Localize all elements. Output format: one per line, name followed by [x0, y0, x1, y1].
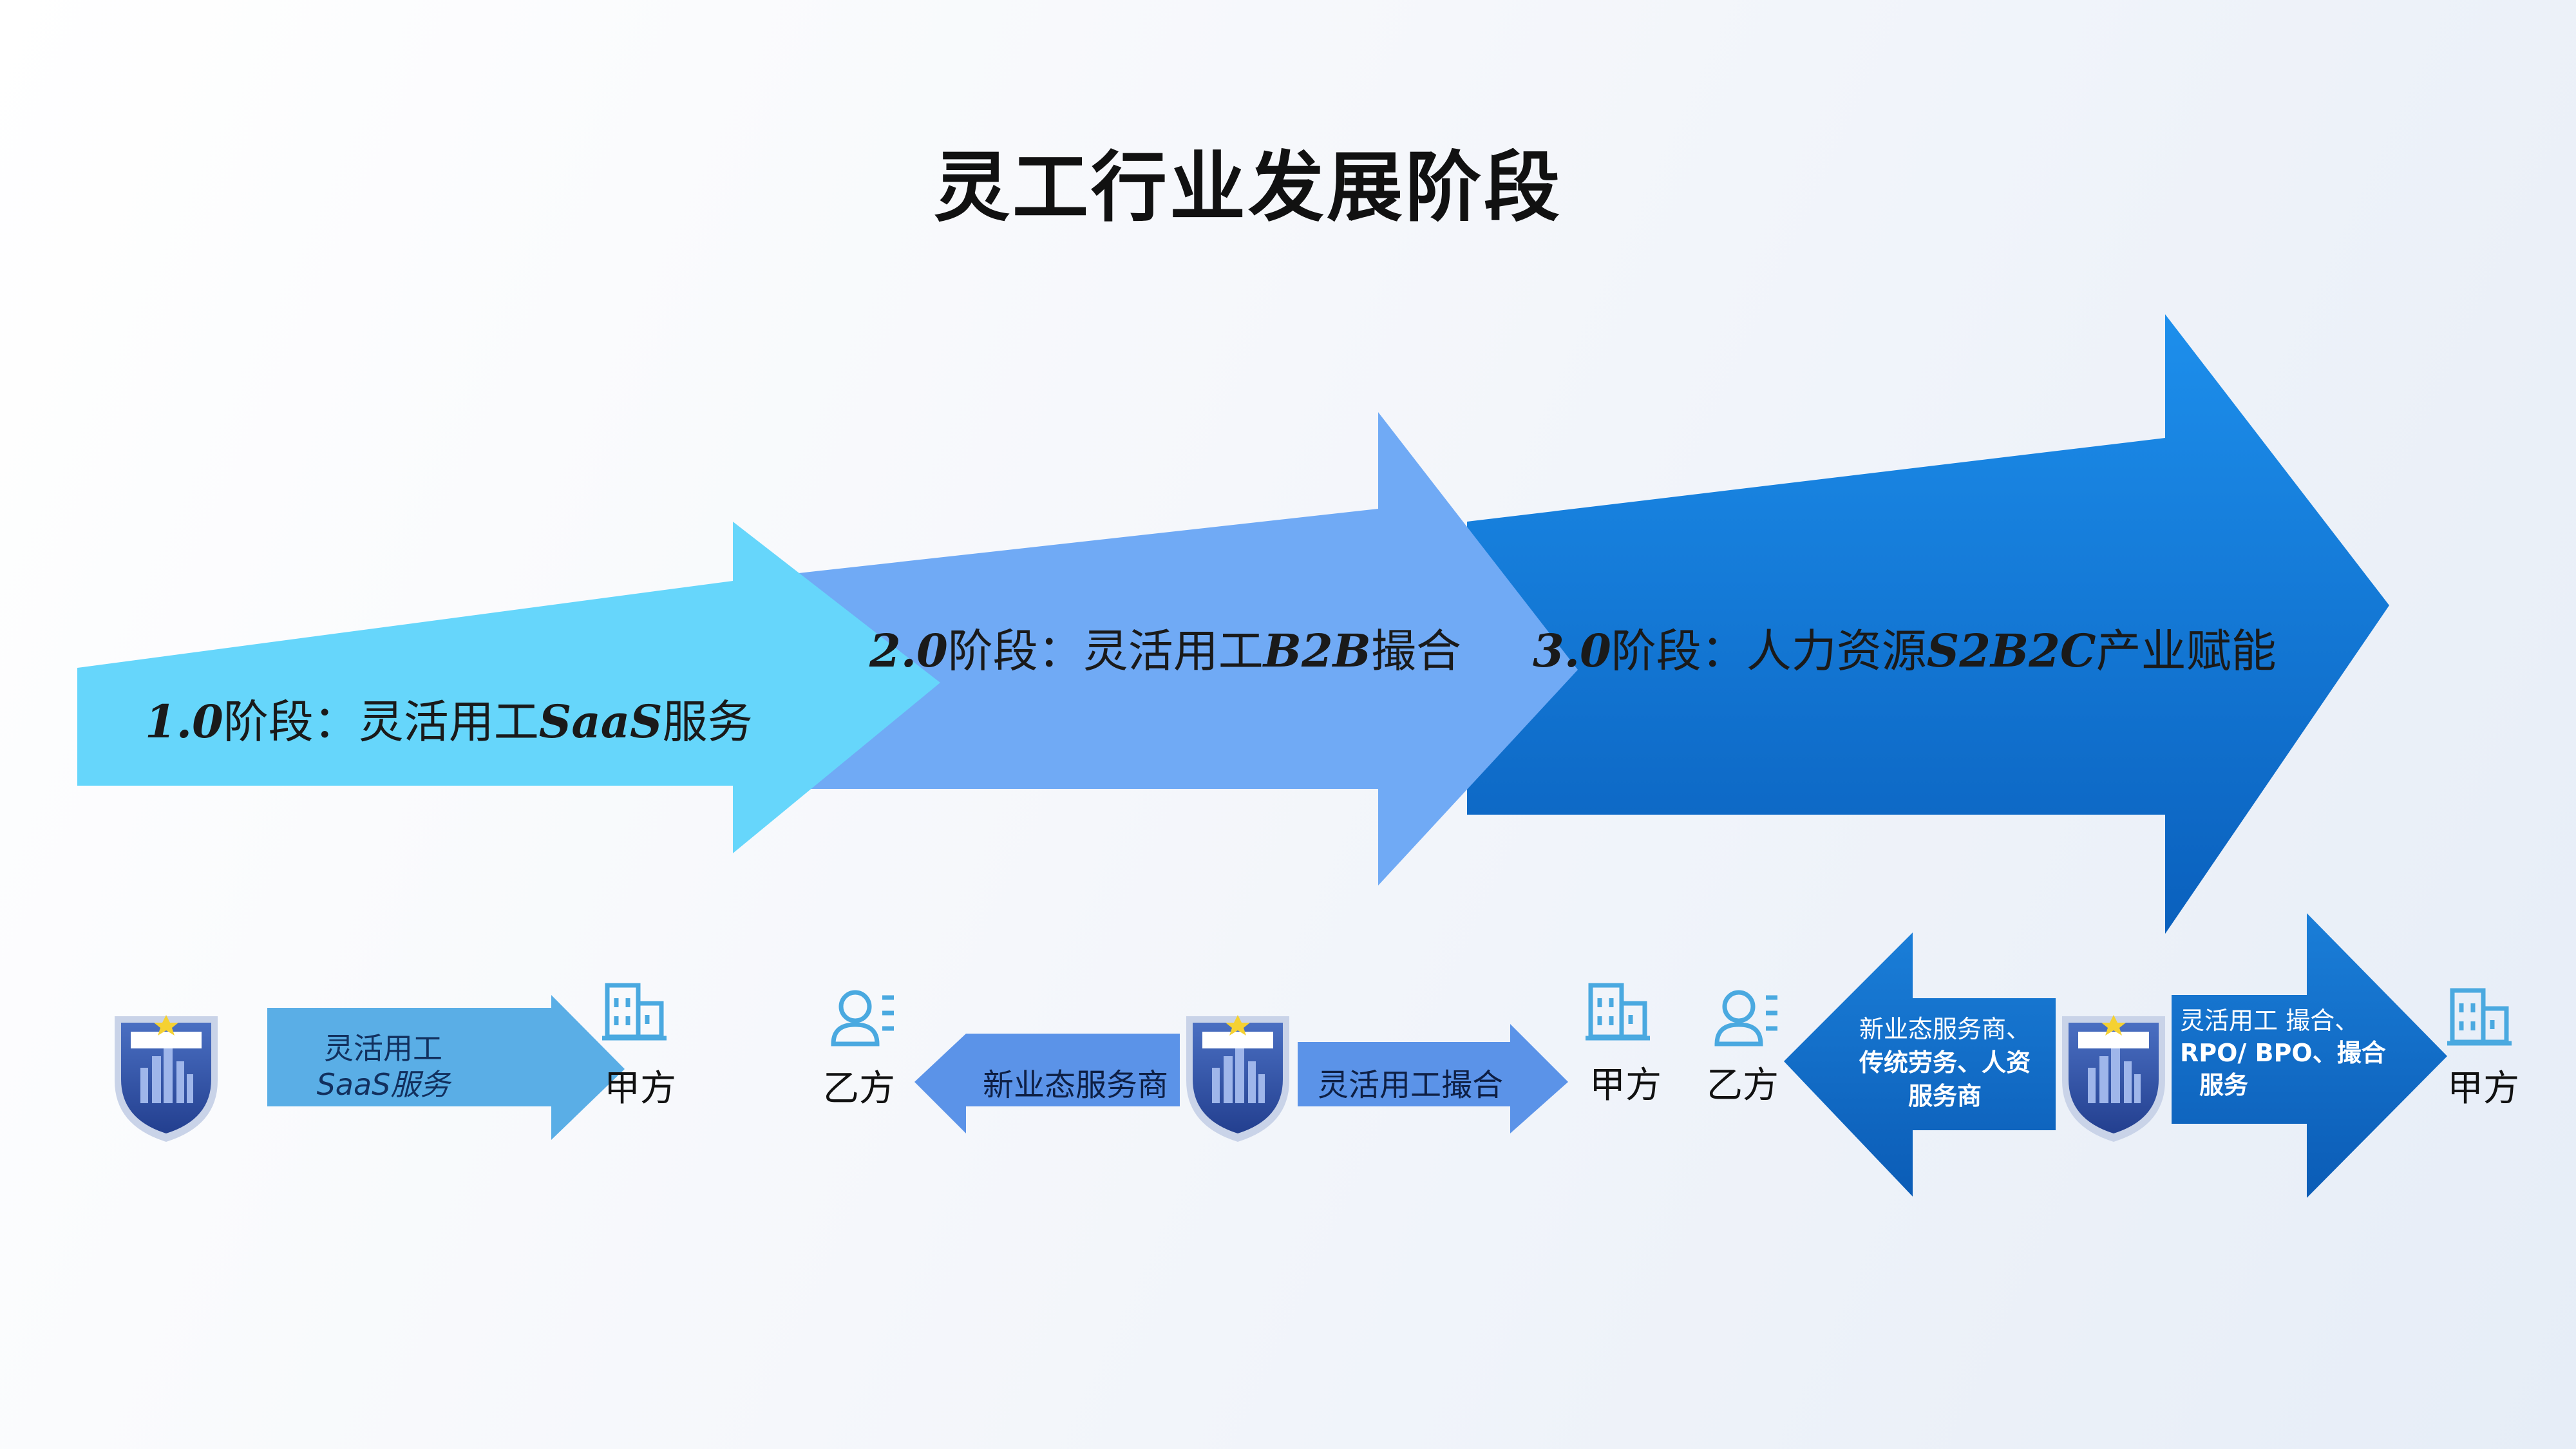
building-icon	[2447, 988, 2512, 1046]
stage-2-label: 2.0阶段：灵活用工B2B撮合	[869, 615, 1461, 680]
badge-icon	[1186, 1015, 1289, 1142]
rpo-bpo-arrow	[2172, 913, 2447, 1198]
party-a-3: 甲方	[2447, 1068, 2519, 1110]
person-list-icon	[1714, 990, 1777, 1046]
traditional-provider-arrow	[1784, 933, 2056, 1197]
page-title: 灵工行业发展阶段	[934, 143, 1563, 232]
stage-arrow-1	[77, 522, 940, 853]
stage-1-rest: 服务	[662, 696, 753, 748]
stage-arrow-2	[799, 412, 1578, 886]
stage-3-bold: S2B2C	[1926, 624, 2096, 677]
stage-3-number: 3.0	[1533, 624, 1611, 677]
rpo-bpo-line-2: RPO/ BPO、撮合	[2180, 1039, 2386, 1067]
building-icon	[602, 983, 667, 1041]
party-a-1: 甲方	[604, 1068, 676, 1110]
stage-2-rest: 撮合	[1370, 625, 1461, 677]
stage-3-rest: 产业赋能	[2096, 625, 2277, 677]
badge-icon	[115, 1015, 218, 1142]
gig-match-arrow	[1298, 1024, 1568, 1133]
stage-1-text: 阶段：灵活用工	[223, 696, 539, 748]
traditional-provider-text: 新业态服务商、 传统劳务、人资 服务商	[1839, 1012, 2051, 1113]
person-list-icon	[831, 990, 894, 1046]
gig-match-text: 灵活用工撮合	[1317, 1067, 1503, 1103]
building-icon	[1586, 983, 1650, 1041]
badge-icon	[2062, 1015, 2165, 1142]
new-provider-text: 新业态服务商	[982, 1067, 1168, 1103]
stage-2-text: 阶段：灵活用工	[947, 625, 1264, 677]
party-b-3: 乙方	[1707, 1065, 1779, 1106]
saas-arrow-text: 灵活用工 SaaS服务	[290, 1030, 477, 1103]
saas-service-arrow	[267, 995, 625, 1140]
new-provider-arrow	[914, 1034, 1180, 1133]
rpo-bpo-text: 灵活用工 撮合、 RPO/ BPO、撮合 服务	[2180, 1005, 2392, 1101]
traditional-provider-line-2: 传统劳务、人资	[1859, 1048, 2031, 1077]
rpo-bpo-line-3: 服务	[2199, 1071, 2249, 1099]
stage-3-label: 3.0阶段：人力资源S2B2C产业赋能	[1533, 615, 2277, 680]
party-b-2: 乙方	[823, 1068, 895, 1110]
traditional-provider-line-3: 服务商	[1908, 1082, 1982, 1110]
saas-arrow-line-2: SaaS服务	[316, 1067, 450, 1102]
stage-1-label: 1.0阶段：灵活用工SaaS服务	[145, 686, 753, 751]
saas-arrow-line-1: 灵活用工	[324, 1031, 442, 1066]
party-a-2: 甲方	[1589, 1065, 1662, 1106]
traditional-provider-line-1: 新业态服务商、	[1859, 1015, 2031, 1043]
stage-1-number: 1.0	[145, 695, 223, 748]
stage-arrow-3	[1467, 314, 2389, 934]
stage-2-bold: B2B	[1263, 624, 1371, 677]
stage-1-bold: SaaS	[538, 695, 663, 748]
rpo-bpo-line-1: 灵活用工 撮合、	[2180, 1007, 2360, 1035]
stage-2-number: 2.0	[869, 624, 948, 677]
stage-3-text: 阶段：人力资源	[1611, 625, 1927, 677]
